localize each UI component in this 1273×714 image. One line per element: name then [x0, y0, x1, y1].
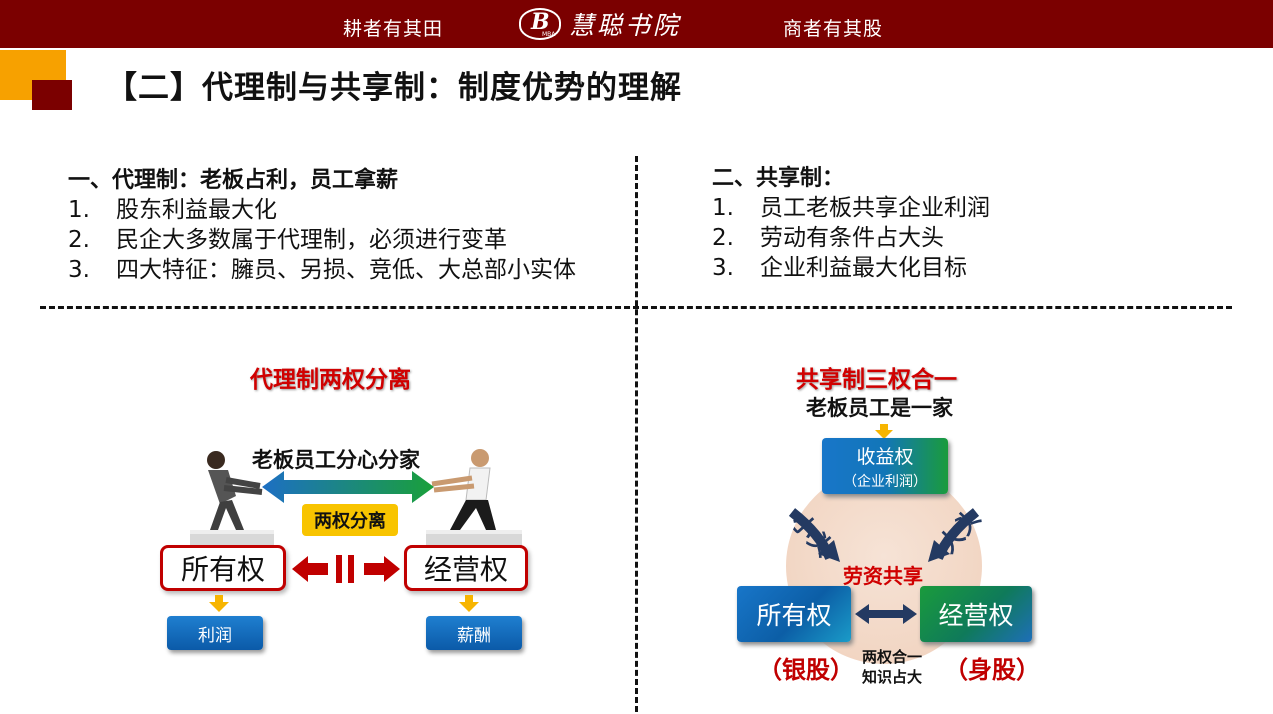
header-bar: 耕者有其田 B MBA 慧聪书院 商者有其股	[0, 0, 1273, 48]
center-share-label: 劳资共享	[843, 560, 923, 589]
merge-line-1: 两权合一	[862, 647, 922, 667]
vertical-divider	[635, 156, 638, 712]
double-arrow-icon	[262, 470, 434, 504]
header-motto-right: 商者有其股	[783, 14, 883, 41]
list-text: 企业利益最大化目标	[760, 255, 967, 281]
brand-logo: B MBA 慧聪书院	[519, 8, 681, 40]
double-arrow-small-icon	[855, 603, 917, 625]
salary-box: 薪酬	[426, 616, 522, 650]
left-list-item: 3.四大特征：臃员、另损、竞低、大总部小实体	[68, 250, 576, 284]
logo-badge-icon: B MBA	[519, 8, 561, 40]
right-list-item: 3.企业利益最大化目标	[712, 248, 967, 282]
right-list-item: 2.劳动有条件占大头	[712, 218, 944, 252]
list-number: 3.	[712, 255, 760, 281]
down-arrow-icon	[208, 595, 230, 613]
income-right-label: 收益权	[856, 442, 913, 469]
right-diagram-subtitle: 老板员工是一家	[806, 392, 953, 422]
left-list-item: 1.股东利益最大化	[68, 190, 277, 224]
ownership-box-right: 所有权	[737, 586, 851, 642]
right-diagram-title: 共享制三权合一	[796, 360, 957, 394]
left-diagram-title: 代理制两权分离	[250, 360, 411, 394]
left-list-item: 2.民企大多数属于代理制，必须进行变革	[68, 220, 507, 254]
businessman-right-illustration	[420, 444, 530, 548]
horizontal-divider	[40, 306, 1232, 309]
merge-note: 两权合一 知识占大	[862, 647, 922, 687]
ownership-box: 所有权	[160, 545, 286, 591]
profit-box: 利润	[167, 616, 263, 650]
management-box: 经营权	[404, 545, 528, 591]
income-right-sub: （企业利润）	[843, 471, 927, 491]
header-motto-left: 耕者有其田	[343, 14, 443, 41]
income-right-box: 收益权 （企业利润）	[822, 438, 948, 494]
right-list-item: 1.员工老板共享企业利润	[712, 188, 990, 222]
decor-red-block	[32, 80, 72, 110]
body-share-label: （身股）	[944, 650, 1040, 685]
page-title: 【二】代理制与共享制：制度优势的理解	[106, 62, 682, 107]
logo-sub: MBA	[542, 31, 555, 38]
management-box-right: 经营权	[920, 586, 1032, 642]
list-number: 3.	[68, 257, 116, 283]
silver-share-label: （银股）	[758, 650, 854, 685]
list-text: 四大特征：臃员、另损、竞低、大总部小实体	[116, 257, 576, 283]
down-arrow-icon	[458, 595, 480, 613]
logo-name: 慧聪书院	[569, 6, 681, 42]
center-badge: 两权分离	[302, 504, 398, 536]
merge-line-2: 知识占大	[862, 667, 922, 687]
split-arrows-icon	[292, 552, 400, 586]
